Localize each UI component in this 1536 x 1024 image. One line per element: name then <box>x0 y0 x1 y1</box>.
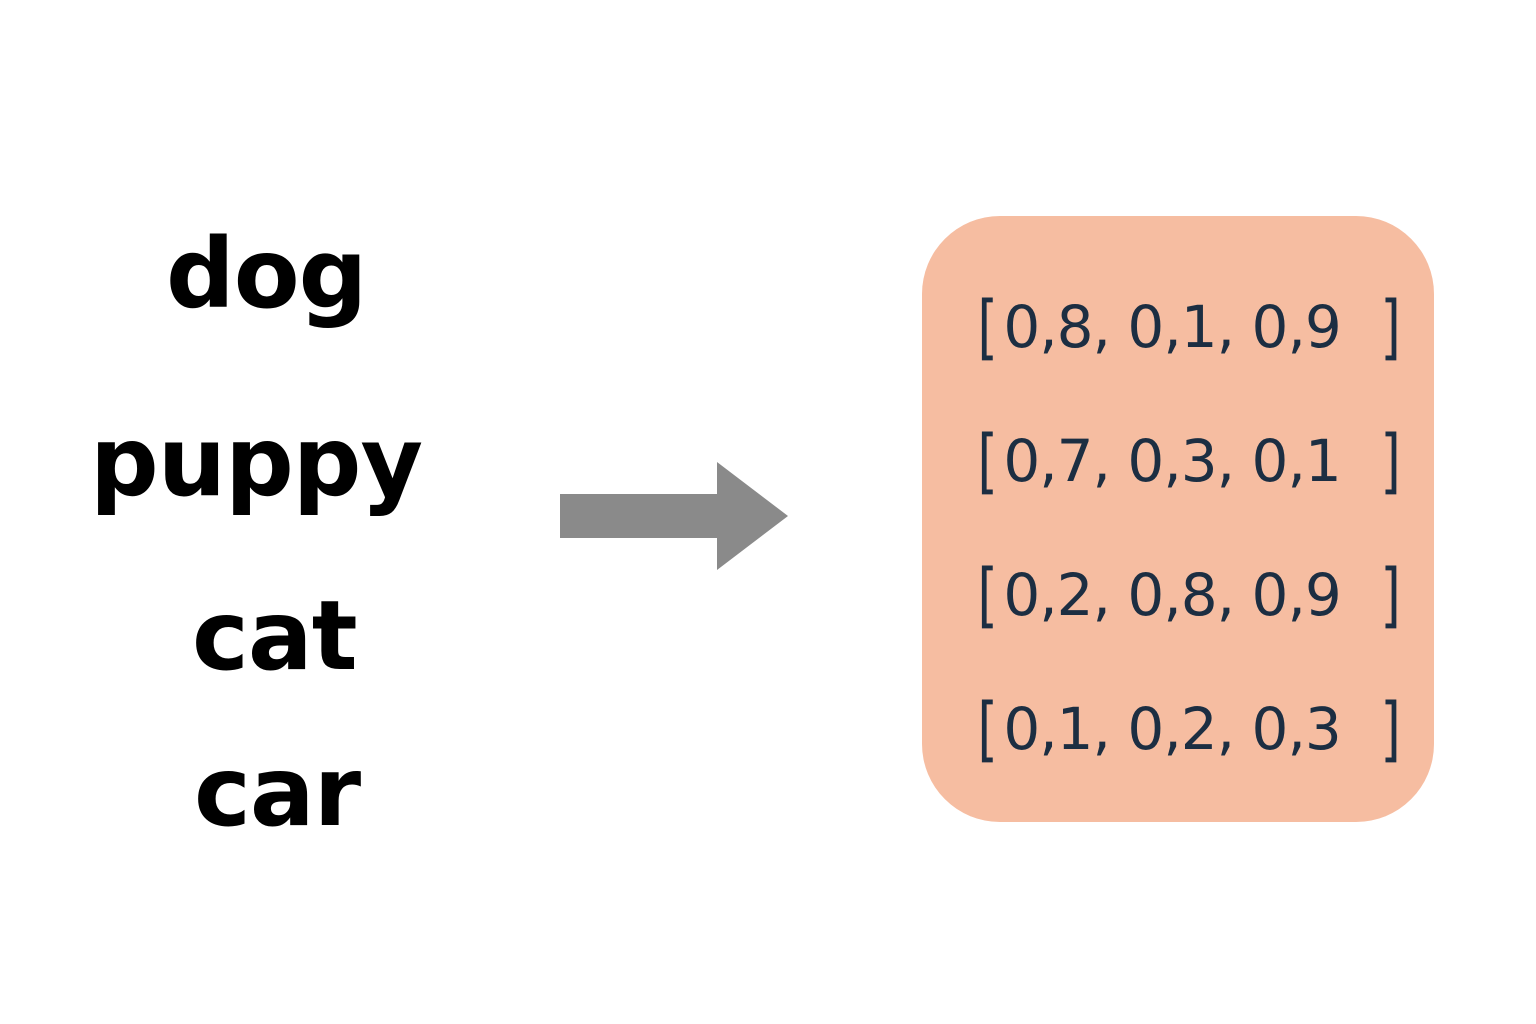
close-bracket: ] <box>1380 286 1401 368</box>
vector-values-cat: 0,2, 0,8, 0,9 <box>1003 561 1341 629</box>
vector-values-car: 0,1, 0,2, 0,3 <box>1003 695 1341 763</box>
close-bracket: ] <box>1380 554 1401 636</box>
vector-values-puppy: 0,7, 0,3, 0,1 <box>1003 427 1341 495</box>
right-arrow-icon <box>560 462 788 570</box>
vector-row: [ 0,7, 0,3, 0,1 ] <box>974 426 1404 496</box>
close-bracket: ] <box>1380 688 1401 770</box>
word-car: car <box>194 736 361 848</box>
vector-row: [ 0,2, 0,8, 0,9 ] <box>974 560 1404 630</box>
open-bracket: [ <box>977 554 998 636</box>
vector-values-dog: 0,8, 0,1, 0,9 <box>1003 293 1341 361</box>
open-bracket: [ <box>977 286 998 368</box>
open-bracket: [ <box>977 688 998 770</box>
close-bracket: ] <box>1380 420 1401 502</box>
vector-row: [ 0,8, 0,1, 0,9 ] <box>974 292 1404 362</box>
vector-box: [ 0,8, 0,1, 0,9 ] [ 0,7, 0,3, 0,1 ] [ 0,… <box>922 216 1434 822</box>
vector-row: [ 0,1, 0,2, 0,3 ] <box>974 694 1404 764</box>
open-bracket: [ <box>977 420 998 502</box>
word-cat: cat <box>192 580 358 692</box>
word-puppy: puppy <box>90 406 423 518</box>
word-dog: dog <box>166 218 367 330</box>
